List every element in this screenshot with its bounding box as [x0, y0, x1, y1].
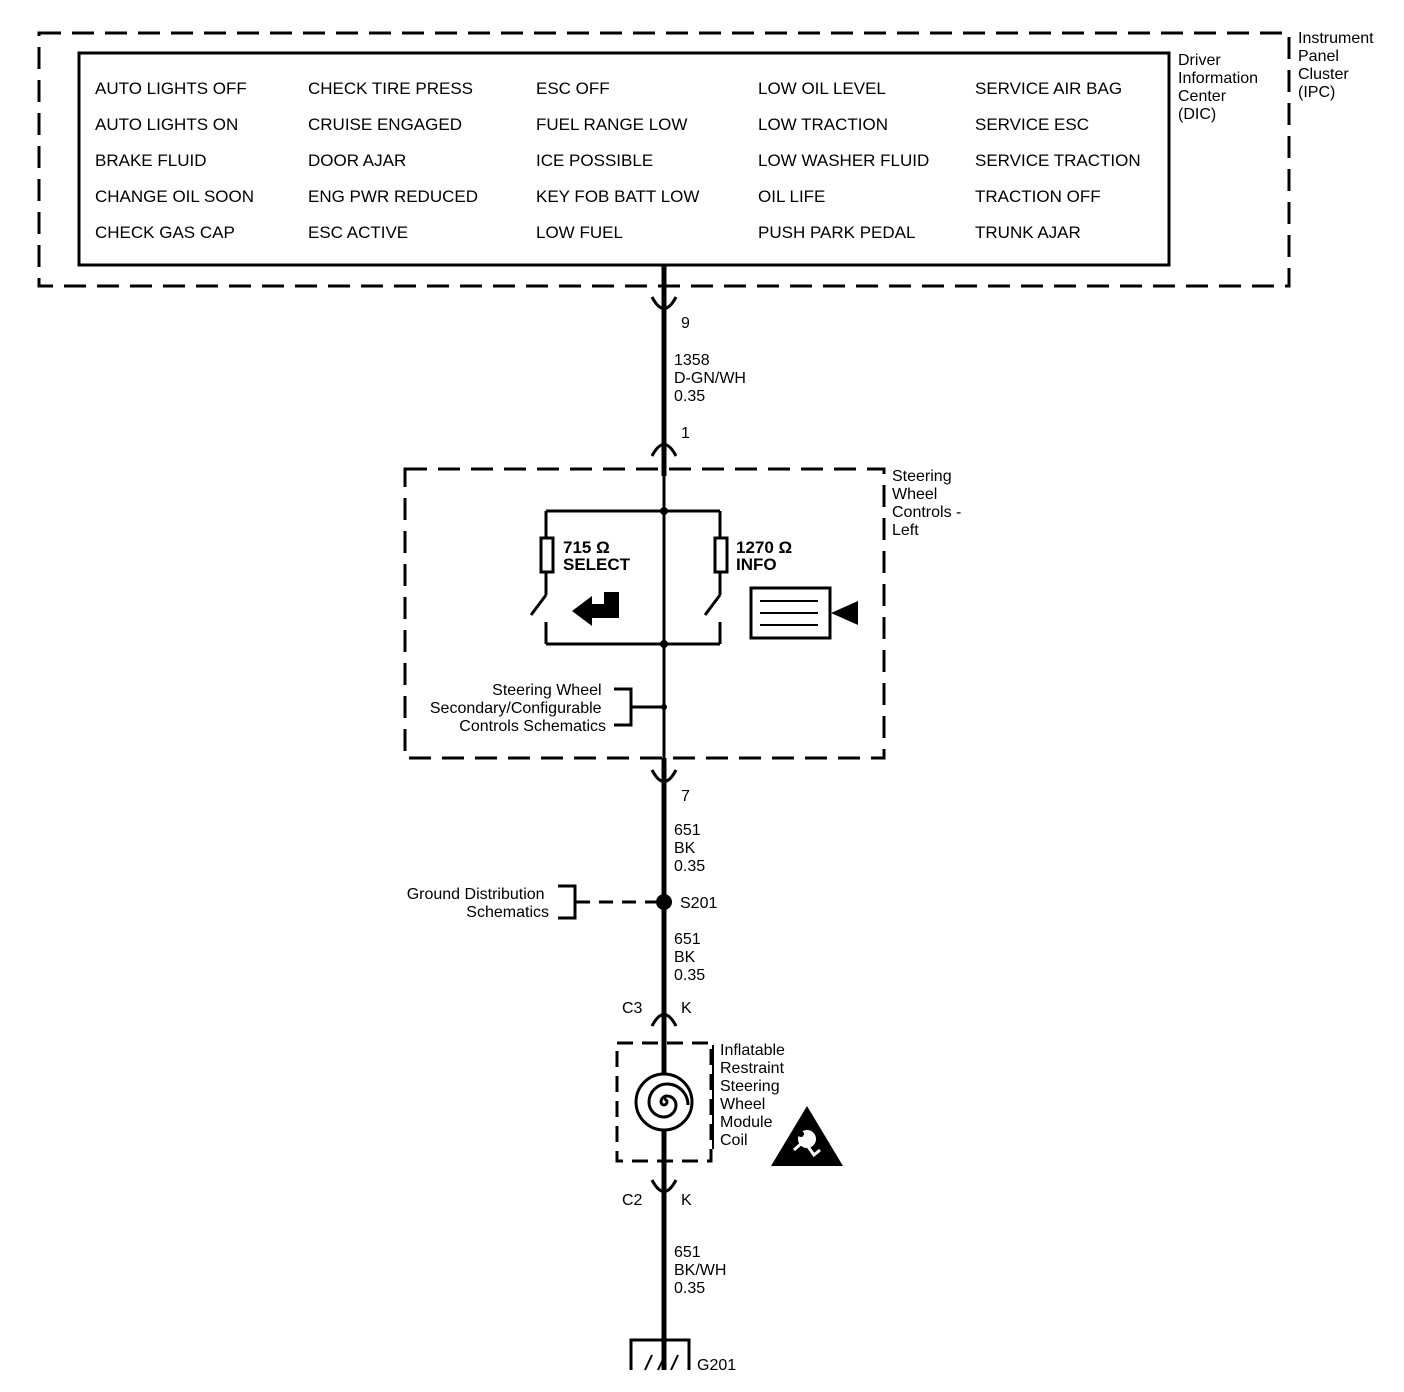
- dic-message: TRUNK AJAR: [975, 223, 1081, 242]
- info-resistance-label: 1270 Ω: [736, 538, 792, 557]
- swc-boundary: [403, 467, 886, 760]
- dic-message: CRUISE ENGAGED: [308, 115, 462, 134]
- dic-message: AUTO LIGHTS OFF: [95, 79, 247, 98]
- select-resistor: [539, 536, 555, 574]
- ground-distribution-bracket: [558, 884, 577, 920]
- dic-message: LOW OIL LEVEL: [758, 79, 886, 98]
- ground-g201-symbol: [629, 1338, 691, 1371]
- swc-top-junction: [660, 507, 668, 515]
- dic-message: ENG PWR REDUCED: [308, 187, 478, 206]
- dic-message: PUSH PARK PEDAL: [758, 223, 915, 242]
- clockspring-coil-icon: [634, 1072, 694, 1132]
- wire-651-middle-label: 651 BK 0.35: [674, 931, 705, 984]
- swc-bottom-junction: [660, 640, 668, 648]
- dic-message: SERVICE AIR BAG: [975, 79, 1122, 98]
- secondary-controls-ref: Steering Wheel Secondary/Configurable Co…: [430, 682, 606, 735]
- dic-message: TRACTION OFF: [975, 187, 1101, 206]
- dic-message: LOW WASHER FLUID: [758, 151, 929, 170]
- wire-1358-label: 1358 D-GN/WH 0.35: [674, 352, 750, 405]
- wire-651-upper-label: 651 BK 0.35: [674, 822, 705, 875]
- coil-label: Inflatable Restraint Steering Wheel Modu…: [720, 1042, 789, 1149]
- ipc-label: Instrument Panel Cluster (IPC): [1298, 30, 1378, 101]
- select-switch-blade: [529, 594, 548, 616]
- dic-message: LOW TRACTION: [758, 115, 888, 134]
- connector-c3-label: C3: [622, 1000, 643, 1017]
- connector-c2-symbol: [650, 1179, 678, 1193]
- dic-message: FUEL RANGE LOW: [536, 115, 687, 134]
- ground-distribution-ref: Ground Distribution Schematics: [407, 886, 549, 921]
- pin-9-label: 9: [681, 315, 690, 332]
- info-menu-icon: [749, 586, 858, 640]
- connector-c2-label: C2: [622, 1192, 643, 1209]
- dic-message: CHANGE OIL SOON: [95, 187, 254, 206]
- dic-message: KEY FOB BATT LOW: [536, 187, 699, 206]
- dic-message: CHECK GAS CAP: [95, 223, 235, 242]
- wire-651-lower-label: 651 BK/WH 0.35: [674, 1244, 731, 1297]
- dic-message: BRAKE FLUID: [95, 151, 206, 170]
- dic-message: SERVICE ESC: [975, 115, 1089, 134]
- connector-pin-1-symbol: [650, 443, 678, 457]
- dic-message: ESC ACTIVE: [308, 223, 408, 242]
- dic-message: CHECK TIRE PRESS: [308, 79, 473, 98]
- connector-c2-pin-label: K: [681, 1192, 692, 1209]
- splice-s201: [656, 894, 672, 910]
- dic-message: LOW FUEL: [536, 223, 623, 242]
- pin-7-label: 7: [681, 788, 690, 805]
- dic-message: ICE POSSIBLE: [536, 151, 653, 170]
- splice-s201-label: S201: [680, 895, 717, 912]
- dic-message: OIL LIFE: [758, 187, 825, 206]
- swc-label: Steering Wheel Controls - Left: [892, 468, 966, 539]
- dic-message: AUTO LIGHTS ON: [95, 115, 238, 134]
- dic-label: Driver Information Center (DIC): [1178, 52, 1263, 123]
- select-resistance-label: 715 Ω: [563, 538, 610, 557]
- info-name-label: INFO: [736, 555, 777, 574]
- connector-c3-symbol: [650, 1013, 678, 1027]
- info-switch-blade: [703, 594, 722, 616]
- select-name-label: SELECT: [563, 555, 631, 574]
- info-resistor: [713, 536, 729, 574]
- connector-pin-7-symbol: [650, 769, 678, 783]
- dic-box: [77, 51, 1171, 267]
- dic-message: SERVICE TRACTION: [975, 151, 1141, 170]
- enter-arrow-icon: [572, 592, 619, 626]
- dic-message-list: AUTO LIGHTS OFF CHECK TIRE PRESS ESC OFF…: [95, 79, 1141, 242]
- secondary-controls-bracket: [614, 687, 664, 727]
- dic-message: ESC OFF: [536, 79, 610, 98]
- airbag-warning-icon: [771, 1106, 843, 1166]
- connector-c3-pin-label: K: [681, 1000, 692, 1017]
- dic-message: DOOR AJAR: [308, 151, 406, 170]
- secondary-controls-junction: [661, 704, 667, 710]
- pin-1-label: 1: [681, 425, 690, 442]
- connector-pin-9-symbol: [650, 296, 678, 310]
- ground-g201-label: G201: [697, 1357, 736, 1374]
